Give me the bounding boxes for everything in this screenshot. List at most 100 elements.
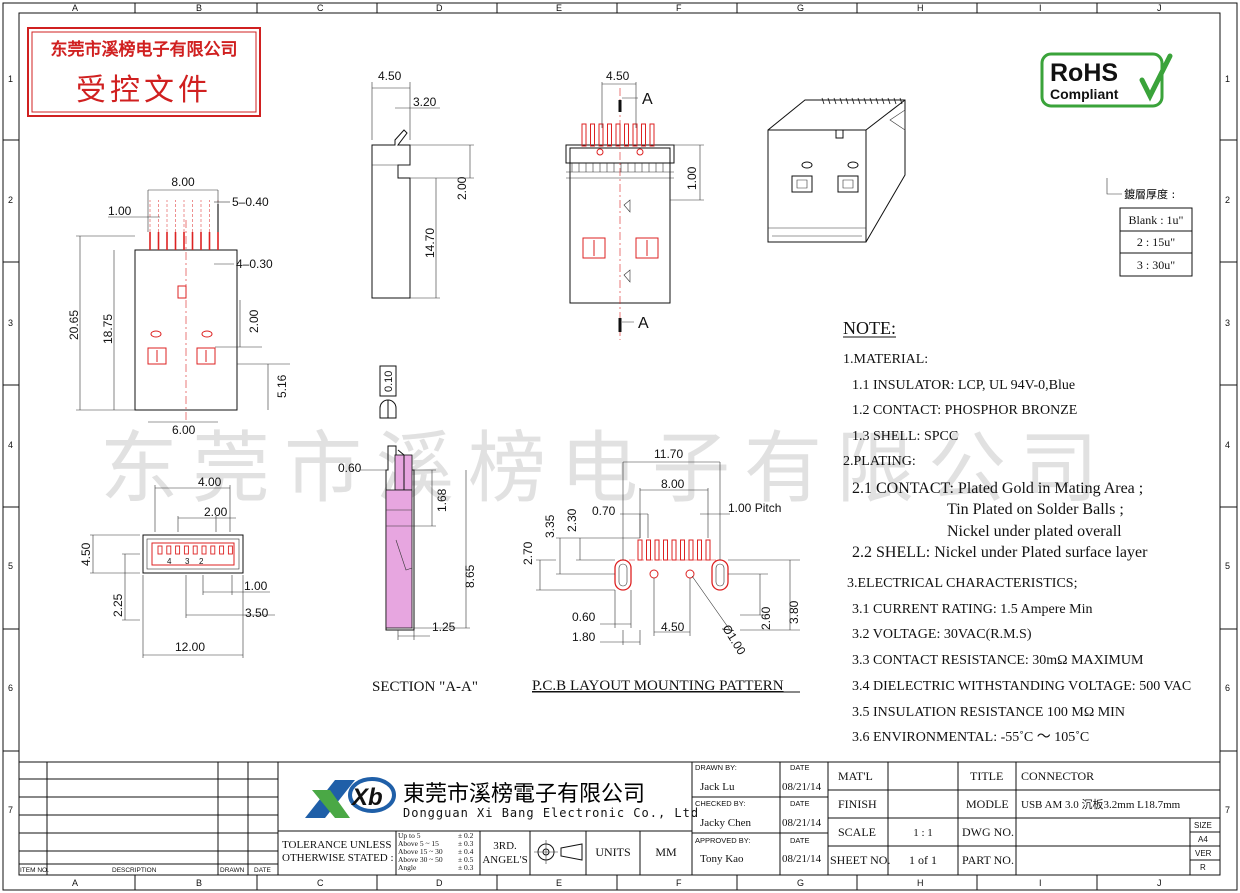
dim-2-70: 2.70 xyxy=(521,541,535,565)
zone-ticks xyxy=(3,3,1237,890)
zone-col-labels-bottom: A B C D E F G H I J xyxy=(72,878,1162,888)
note-line-8: Nickel under plated overall xyxy=(947,523,1122,540)
front-view-latch-left xyxy=(582,237,606,259)
zone-col-a: A xyxy=(72,3,78,13)
zone-col-d-bottom: D xyxy=(436,878,443,888)
end-pin-2 xyxy=(175,545,181,555)
dim-2-00-top: 2.00 xyxy=(247,309,261,333)
angle-label-2: ANGEL'S xyxy=(482,854,527,866)
tol-value-4: ± 0.3 xyxy=(458,863,474,872)
zone-col-b: B xyxy=(196,3,202,13)
zone-col-f-bottom: F xyxy=(676,878,682,888)
front-pin-0 xyxy=(581,123,587,147)
note-line-14: 3.4 DIELECTRIC WITHSTANDING VOLTAGE: 500… xyxy=(852,679,1191,694)
notes-block: NOTE: 1.MATERIAL: 1.1 INSULATOR: LCP, UL… xyxy=(843,318,1191,745)
rev-header-description: DESCRIPTION xyxy=(112,867,157,874)
tol-value-0: ± 0.2 xyxy=(458,831,474,840)
plating-row-2: 2 : 15u" xyxy=(1137,235,1175,249)
iso-fin-7 xyxy=(863,97,867,105)
dim-5-16: 5.16 xyxy=(275,374,289,398)
scale-value: 1 : 1 xyxy=(913,827,933,839)
checked-date: 08/21/14 xyxy=(782,817,822,829)
zone-row-4-right: 4 xyxy=(1225,440,1230,450)
rohs-compliant: Compliant xyxy=(1050,86,1119,102)
pcb-mount-right xyxy=(711,559,729,591)
tol-value-2: ± 0.4 xyxy=(458,847,474,856)
section-mark-a-top: A xyxy=(642,91,653,108)
pcb-title: P.C.B LAYOUT MOUNTING PATTERN xyxy=(532,678,784,694)
top-view-latch-left xyxy=(147,347,167,365)
checked-by-name: Jacky Chen xyxy=(700,817,752,829)
tolerance-label-1: TOLERANCE UNLESS xyxy=(282,839,392,851)
end-view: 4 3 2 4.00 2.00 4.50 2.25 1.00 3.50 12.0… xyxy=(79,475,275,658)
end-view-shell xyxy=(142,534,244,574)
iso-fin-13 xyxy=(899,97,903,105)
zone-col-e-bottom: E xyxy=(556,878,562,888)
logo-letters: Xb xyxy=(350,784,383,811)
dim-18-75: 18.75 xyxy=(101,314,115,344)
drawn-by-label: DRAWN BY: xyxy=(695,763,737,772)
zone-row-labels-left: 1 2 3 4 5 6 7 xyxy=(8,74,13,815)
isometric-view xyxy=(767,97,906,243)
stamp-border-outer xyxy=(27,27,261,117)
rev-header-drawn: DRAWN xyxy=(220,867,245,874)
zone-row-2: 2 xyxy=(8,195,13,205)
tol-range-0: Up to 5 xyxy=(398,831,421,840)
zone-row-5: 5 xyxy=(8,561,13,571)
dim-4-50-pcb: 4.50 xyxy=(661,620,685,634)
dim-0-10: 0.10 xyxy=(383,371,395,392)
iso-fins xyxy=(821,97,903,105)
pcb-pad-5 xyxy=(680,539,685,561)
note-line-1: 1.MATERIAL: xyxy=(843,352,928,367)
approved-by-label: APPROVED BY: xyxy=(695,836,750,845)
drawn-date: 08/21/14 xyxy=(782,781,822,793)
approved-by-name: Tony Kao xyxy=(700,853,744,865)
front-view-pins xyxy=(571,123,664,172)
front-pin-4 xyxy=(615,123,621,147)
scale-label: SCALE xyxy=(838,825,876,839)
zone-col-c-bottom: C xyxy=(317,878,324,888)
front-pin-8 xyxy=(649,123,655,147)
note-line-10: 3.ELECTRICAL CHARACTERISTICS; xyxy=(847,576,1078,591)
sheet-value: 1 of 1 xyxy=(909,853,937,867)
zone-row-1-right: 1 xyxy=(1225,74,1230,84)
zone-col-i: I xyxy=(1039,3,1042,13)
front-pin-1 xyxy=(590,123,595,147)
title-value: CONNECTOR xyxy=(1021,769,1094,783)
zone-row-1: 1 xyxy=(8,74,13,84)
end-pin-1 xyxy=(166,545,172,555)
side-view-body xyxy=(371,129,411,299)
plating-row-blank: Blank : 1u" xyxy=(1129,213,1184,227)
drawn-date-label: DATE xyxy=(790,763,809,772)
front-pin-3 xyxy=(607,123,612,147)
pcb-pads xyxy=(637,539,711,561)
note-line-12: 3.2 VOLTAGE: 30VAC(R.M.S) xyxy=(852,627,1032,642)
watermark-text: 东莞市溪榜电子有限公司 xyxy=(100,424,1112,514)
zone-row-3: 3 xyxy=(8,318,13,328)
zone-col-c: C xyxy=(317,3,324,13)
section-insulator xyxy=(385,489,413,629)
dim-0-60-section: 0.60 xyxy=(338,461,362,475)
rev-header-date: DATE xyxy=(254,867,272,874)
stamp-border-inner xyxy=(31,31,257,113)
model-label: MODLE xyxy=(966,797,1009,811)
zone-row-6-right: 6 xyxy=(1225,683,1230,693)
tol-range-2: Above 15 ~ 30 xyxy=(398,847,443,856)
iso-fin-12 xyxy=(893,97,897,105)
dim-1-00-end: 1.00 xyxy=(244,579,268,593)
rohs-frame xyxy=(1040,52,1164,108)
zone-col-labels-top: A B C D E F G H I J xyxy=(72,3,1162,13)
zone-col-j: J xyxy=(1157,3,1162,13)
dim-3-80: 3.80 xyxy=(787,600,801,624)
sheet-label: SHEET NO. xyxy=(830,853,890,867)
tol-range-4: Angle xyxy=(398,863,417,872)
tol-range-1: Above 5 ~ 15 xyxy=(398,839,439,848)
zone-row-5-right: 5 xyxy=(1225,561,1230,571)
plating-title: 鍍層厚度 : xyxy=(1124,187,1175,201)
dim-2-25: 2.25 xyxy=(111,593,125,617)
front-view: A A 4.50 1.00 xyxy=(565,69,704,340)
dim-4-00-end: 4.00 xyxy=(198,475,222,489)
dim-6-00: 6.00 xyxy=(172,423,196,437)
iso-fin-5 xyxy=(851,97,855,105)
front-pin-2 xyxy=(598,123,604,147)
